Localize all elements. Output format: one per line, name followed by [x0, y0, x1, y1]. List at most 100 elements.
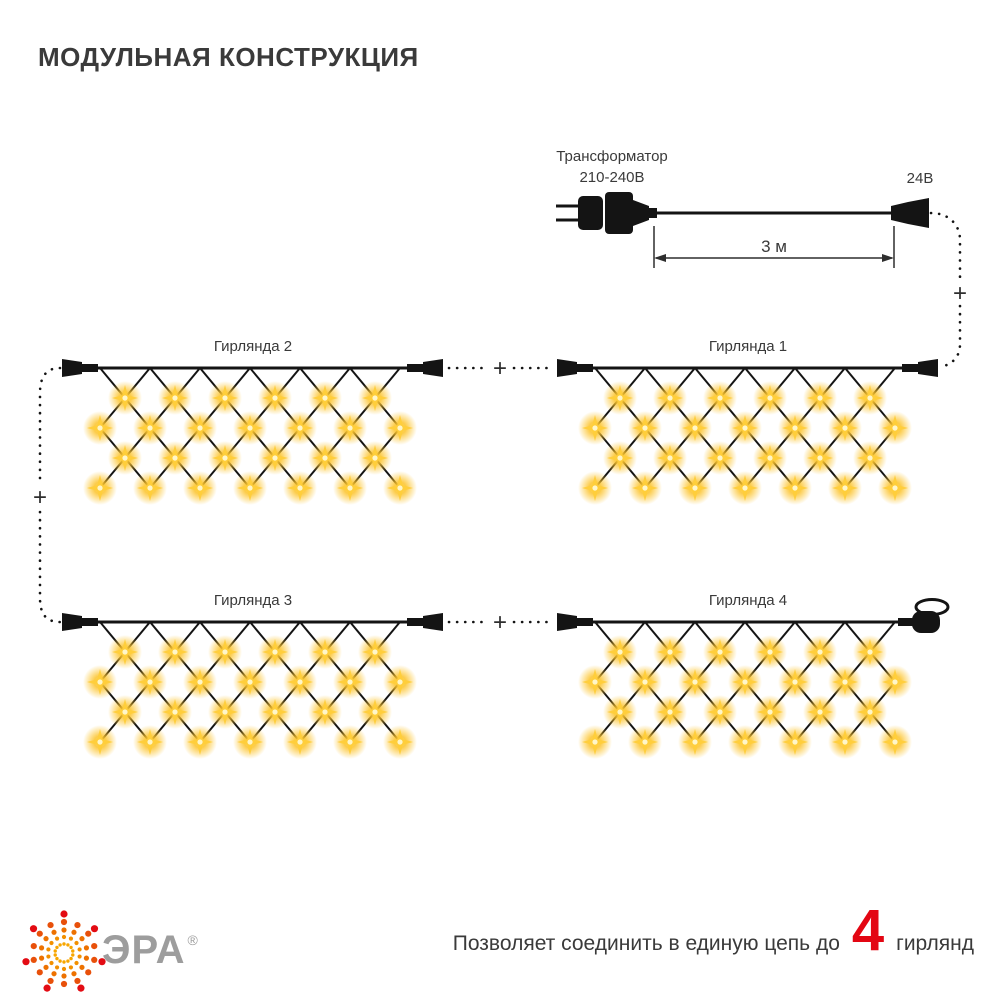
led-star-core [272, 455, 278, 461]
logo-dot [79, 964, 85, 970]
led-star-core [842, 739, 848, 745]
logo-dot [54, 965, 60, 970]
transformer-assembly [556, 192, 929, 234]
logo-dot [71, 971, 77, 977]
led-star-core [247, 485, 253, 491]
led-star-core [222, 455, 228, 461]
led-star-core [397, 425, 403, 431]
connector-neck [82, 618, 98, 626]
led-star-core [172, 395, 178, 401]
transformer-label-line1: Трансформатор [556, 148, 668, 165]
transformer-neck [633, 200, 649, 226]
logo-dot [43, 984, 51, 992]
garland-label: Гирлянда 1 [709, 338, 787, 355]
connector-neck [898, 618, 914, 626]
logo-dot [71, 953, 75, 957]
led-star-core [892, 485, 898, 491]
brand-logo-burst [22, 910, 106, 992]
output-voltage-label: 24В [906, 170, 934, 187]
logo-dot [43, 936, 49, 942]
led-star-core [197, 485, 203, 491]
led-star-core [122, 709, 128, 715]
led-star-core [97, 679, 103, 685]
dotted-link-to-garland-1 [938, 304, 962, 369]
led-star-core [692, 425, 698, 431]
garland-label: Гирлянда 3 [214, 592, 292, 609]
logo-dot [58, 959, 62, 963]
cable-length-label: 3 м [761, 237, 787, 256]
led-star-core [372, 395, 378, 401]
led-star-core [97, 485, 103, 491]
led-star-core [297, 739, 303, 745]
logo-dot [47, 977, 54, 985]
logo-dot [30, 943, 37, 950]
logo-dot [69, 956, 73, 961]
connector-neck [577, 364, 593, 372]
led-star-core [272, 395, 278, 401]
led-star-core [642, 485, 648, 491]
led-star-core [147, 679, 153, 685]
logo-dot [68, 936, 74, 941]
garland-connector-right [918, 359, 938, 377]
led-star-core [667, 395, 673, 401]
led-star-core [642, 739, 648, 745]
logo-dot [54, 936, 60, 941]
led-star-core [197, 425, 203, 431]
led-star-core [692, 679, 698, 685]
transformer-label: Трансформатор 210-240В [537, 146, 687, 188]
logo-dot [85, 969, 92, 976]
led-star-core [122, 649, 128, 655]
led-star-core [717, 395, 723, 401]
logo-dot [71, 929, 77, 935]
led-star-core [642, 679, 648, 685]
logo-dot [60, 918, 68, 926]
logo-dot [60, 980, 68, 988]
logo-dot [51, 971, 57, 977]
garland-bottom-right: Гирлянда 4 [557, 592, 950, 759]
led-star-core [247, 679, 253, 685]
led-star-core [742, 679, 748, 685]
led-star-core [322, 455, 328, 461]
brand-name: ЭРА [102, 928, 186, 972]
led-star-core [347, 679, 353, 685]
led-star-core [767, 649, 773, 655]
logo-dot [91, 956, 98, 963]
led-star-core [667, 455, 673, 461]
led-star-core [667, 709, 673, 715]
led-star-core [397, 679, 403, 685]
led-star-core [892, 679, 898, 685]
connector-neck [902, 364, 918, 372]
led-star-core [717, 649, 723, 655]
logo-dot [55, 956, 59, 961]
led-star-core [172, 709, 178, 715]
led-star-core [147, 485, 153, 491]
led-star-core [817, 455, 823, 461]
led-star-core [817, 395, 823, 401]
footer-caption: Позволяет соединить в единую цепь до 4 г… [453, 902, 974, 960]
logo-dot [69, 945, 73, 950]
led-star-core [842, 679, 848, 685]
led-star-core [372, 649, 378, 655]
led-star-core [792, 485, 798, 491]
logo-dot [46, 954, 51, 959]
output-connector [891, 198, 929, 228]
led-star-core [222, 395, 228, 401]
logo-dot [22, 958, 30, 966]
connector-neck [407, 618, 423, 626]
led-star-core [842, 485, 848, 491]
led-star-core [617, 395, 623, 401]
dotted-link-transformer-down [929, 211, 962, 283]
garland-label: Гирлянда 2 [214, 338, 292, 355]
led-star-core [692, 485, 698, 491]
led-star-core [322, 395, 328, 401]
led-star-core [892, 425, 898, 431]
end-cap [912, 611, 940, 633]
logo-dot [98, 958, 106, 966]
led-star-core [397, 739, 403, 745]
transformer-label-line2: 210-240В [579, 169, 645, 186]
led-star-core [767, 395, 773, 401]
caption-number: 4 [851, 898, 885, 963]
led-star-core [617, 455, 623, 461]
led-star-core [122, 455, 128, 461]
